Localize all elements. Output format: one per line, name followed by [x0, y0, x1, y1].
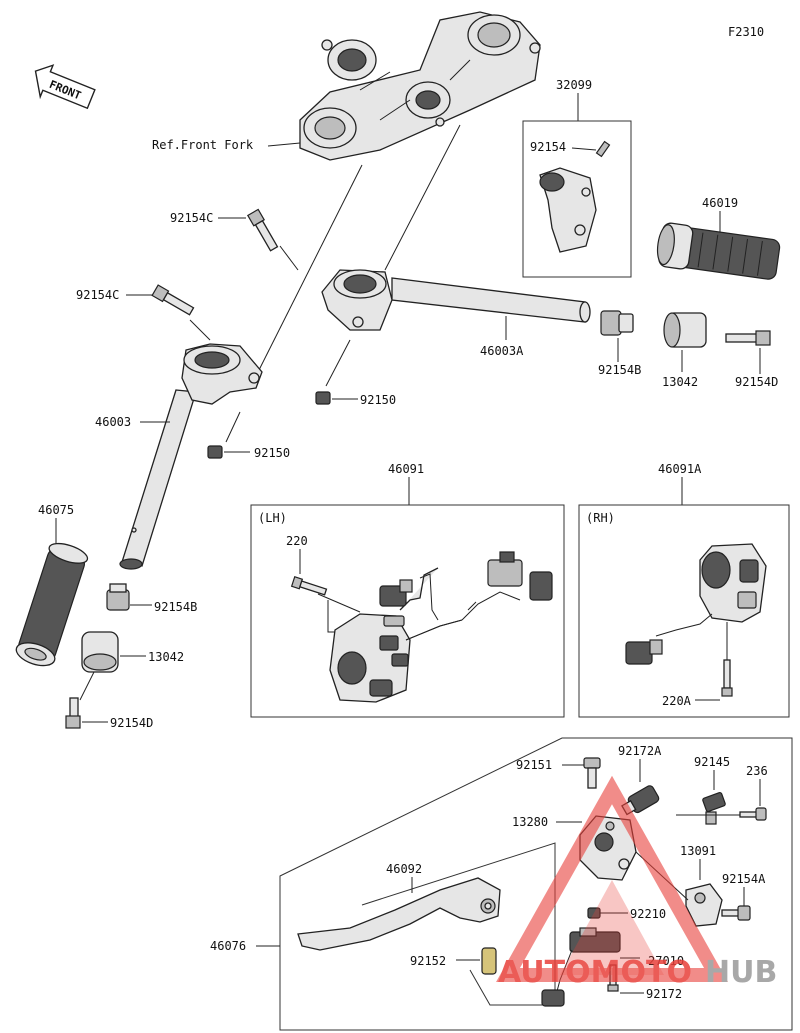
- front-arrow-icon: FRONT: [34, 64, 96, 110]
- screw-220A: [721, 659, 733, 697]
- lh-switch-housing: [329, 613, 411, 703]
- label-46091A: 46091A: [658, 462, 702, 476]
- screw-220: [290, 575, 328, 596]
- bracket-32099: [539, 167, 597, 253]
- label-92154C-a: 92154C: [170, 211, 213, 225]
- bolt-92150-a: [315, 391, 331, 405]
- rh-connector: [625, 639, 663, 665]
- label-92154D-l: 92154D: [110, 716, 153, 730]
- bolt-92154C-a: [246, 208, 279, 252]
- label-92151: 92151: [516, 758, 552, 772]
- label-13091: 13091: [680, 844, 716, 858]
- switch-27010: [569, 927, 621, 953]
- clamp-13091: [685, 883, 723, 927]
- bolt-92154A: [721, 905, 751, 921]
- label-46075: 46075: [38, 503, 74, 517]
- watermark-text-hub: HUB: [705, 955, 777, 990]
- nut-92154B-r: [600, 310, 634, 336]
- label-92154D-r: 92154D: [735, 375, 778, 389]
- bolt-92150-b: [207, 445, 223, 459]
- watermark-logo: AUTOMOTO HUB: [496, 775, 777, 990]
- label-92172A: 92172A: [618, 744, 662, 758]
- label-92154B-r: 92154B: [598, 363, 641, 377]
- label-46003A: 46003A: [480, 344, 524, 358]
- lh-connector-c: [529, 571, 553, 601]
- label-27010: 27010: [648, 954, 684, 968]
- box-rh-switch: [578, 504, 790, 718]
- lh-connector-a: [379, 579, 413, 607]
- box-lh-switch: [250, 504, 565, 718]
- weight-13042-r: [663, 312, 707, 348]
- pin-92152: [481, 947, 497, 975]
- label-32099: 32099: [556, 78, 592, 92]
- label-220: 220: [286, 534, 308, 548]
- rh-switch-housing: [699, 543, 767, 623]
- label-46092: 46092: [386, 862, 422, 876]
- grip-46019: [656, 222, 781, 280]
- box-lever-assembly: [279, 737, 793, 1031]
- top-triple-clamp: [299, 11, 541, 161]
- connector-27010: [541, 989, 565, 1007]
- screw-236: [739, 807, 767, 821]
- bolt-92151: [583, 757, 601, 789]
- label-220A: 220A: [662, 694, 692, 708]
- bolt-92154C-b: [151, 284, 195, 316]
- box-32099: [522, 120, 632, 278]
- watermark-text-auto: AUTOMOTO: [498, 955, 692, 990]
- label-92210: 92210: [630, 907, 666, 921]
- bolt-92154: [595, 140, 611, 158]
- label-92172: 92172: [646, 987, 682, 1001]
- bolt-92154D-l: [65, 697, 81, 729]
- label-236: 236: [746, 764, 768, 778]
- grip-46075: [15, 542, 89, 667]
- label-ref-front-fork: Ref.Front Fork: [152, 138, 254, 152]
- label-92150-b: 92150: [254, 446, 290, 460]
- label-46003: 46003: [95, 415, 131, 429]
- label-46019: 46019: [702, 196, 738, 210]
- label-13042-r: 13042: [662, 375, 698, 389]
- group-rh: (RH): [586, 511, 615, 525]
- group-lh: (LH): [258, 511, 287, 525]
- handlebar-46003A: [321, 269, 591, 331]
- spring-92145: [702, 791, 726, 825]
- nut-92154B-l: [106, 583, 130, 611]
- label-92154: 92154: [530, 140, 566, 154]
- label-92145: 92145: [694, 755, 730, 769]
- lever-46092: [297, 877, 501, 951]
- label-92152: 92152: [410, 954, 446, 968]
- figure-code: F2310: [728, 25, 764, 39]
- label-92154B-l: 92154B: [154, 600, 197, 614]
- lh-connector-b: [487, 551, 523, 587]
- label-92154A: 92154A: [722, 872, 766, 886]
- weight-13042-l: [81, 631, 119, 673]
- label-92154C-b: 92154C: [76, 288, 119, 302]
- label-13042-l: 13042: [148, 650, 184, 664]
- label-92150-a: 92150: [360, 393, 396, 407]
- bolt-92154D-r: [725, 330, 771, 346]
- handlebar-46003: [119, 343, 263, 570]
- label-46076: 46076: [210, 939, 246, 953]
- label-46091: 46091: [388, 462, 424, 476]
- label-13280: 13280: [512, 815, 548, 829]
